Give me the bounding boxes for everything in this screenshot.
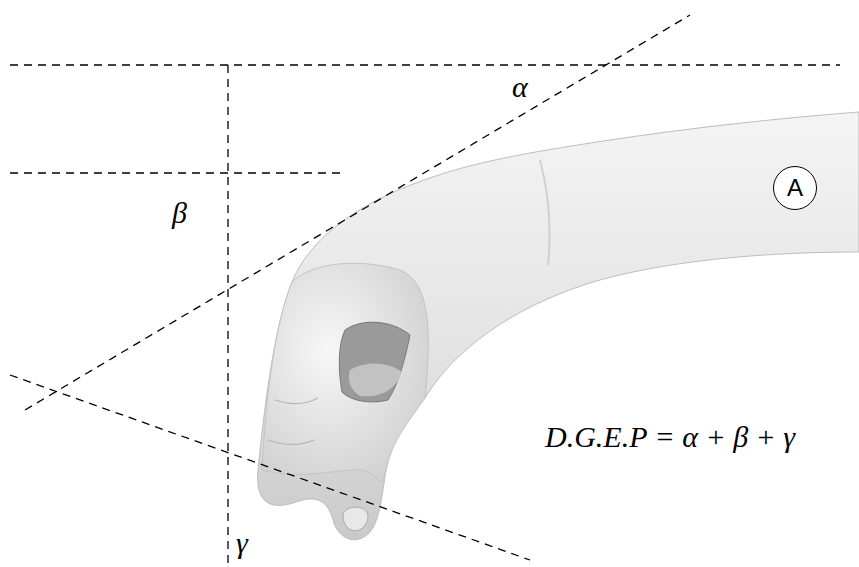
reference-line — [10, 375, 530, 560]
circled-letter: A — [773, 166, 817, 210]
formula: D.G.E.P = α + β + γ — [545, 422, 795, 452]
fist-shape — [262, 263, 428, 481]
finger-detail — [349, 363, 402, 396]
knuckle-crease — [275, 398, 318, 404]
knuckle-crease — [268, 440, 314, 445]
wrist-crease — [540, 160, 550, 265]
hand-shape — [258, 112, 859, 540]
thumb-nail — [343, 507, 368, 531]
node-text: A — [787, 176, 803, 200]
reference-line — [25, 15, 690, 410]
reference-line — [10, 172, 340, 173]
reference-line — [10, 64, 840, 65]
angle-label: α — [512, 72, 528, 102]
reference-line — [227, 65, 228, 567]
angle-label: β — [172, 198, 187, 228]
finger-gap — [339, 322, 410, 402]
angle-label: γ — [236, 528, 248, 558]
